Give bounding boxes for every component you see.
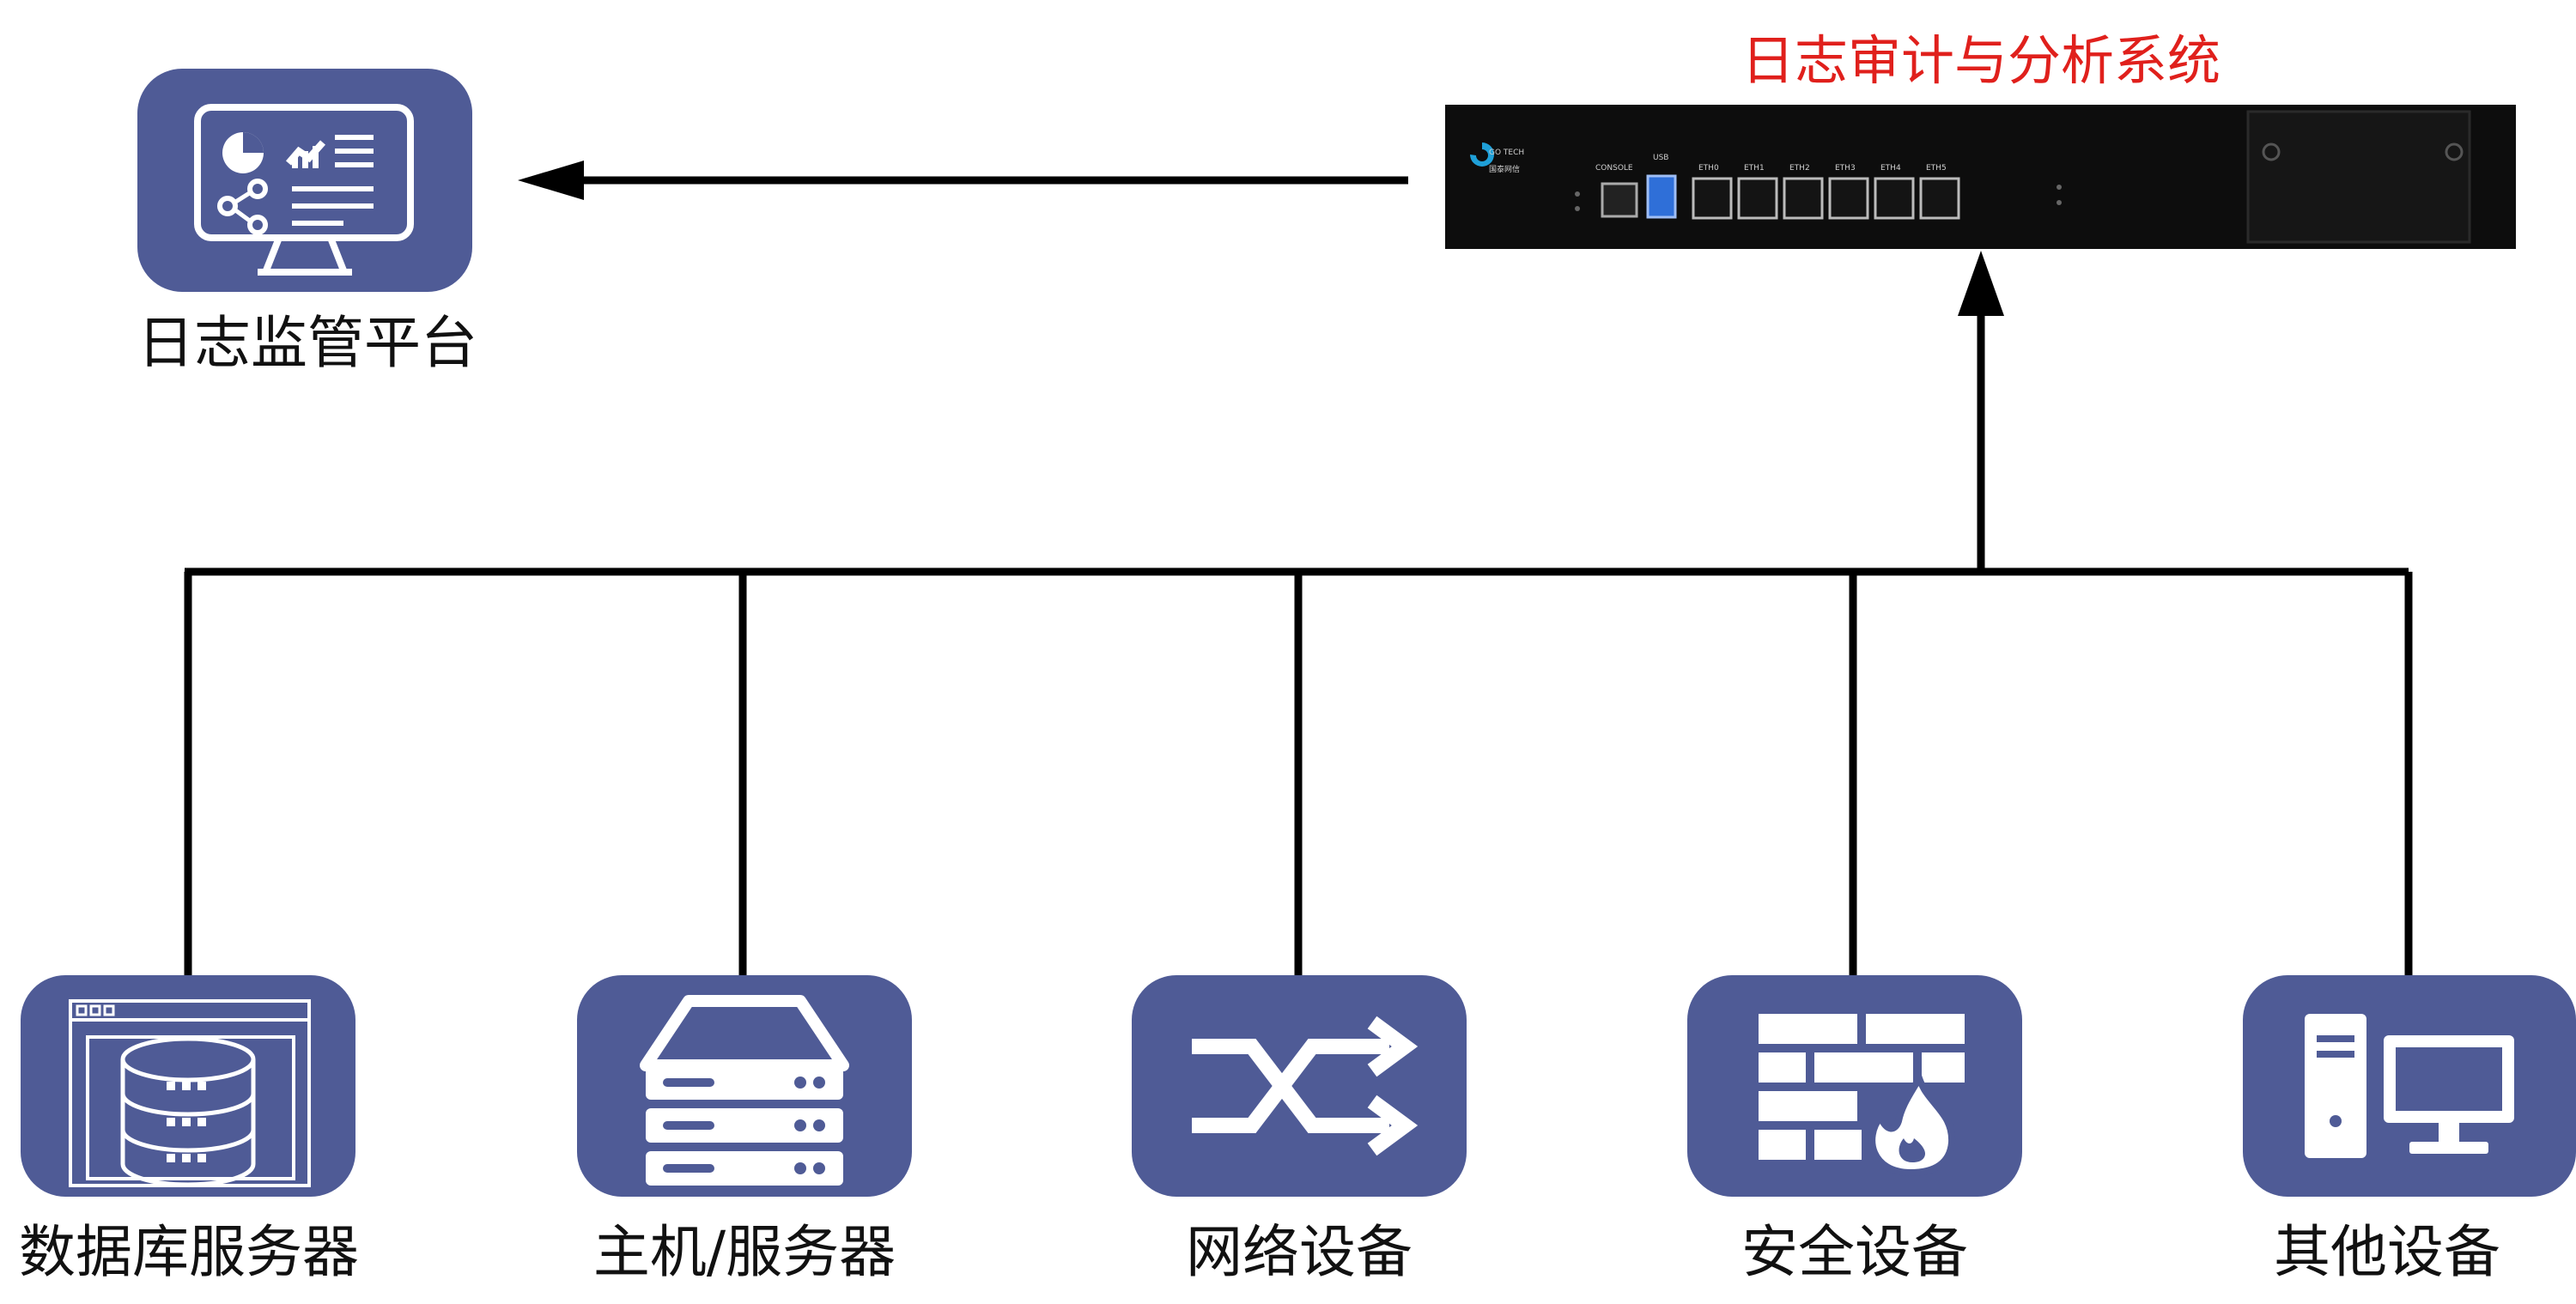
platform-icon-box: [137, 69, 472, 292]
eth-port: [1828, 177, 1869, 220]
eth-port-label: ETH2: [1789, 164, 1810, 173]
source-icon-box: [2243, 975, 2576, 1197]
eth-port: [1919, 177, 1960, 220]
source-icon-box: [21, 975, 355, 1197]
source-icon-box: [1132, 975, 1467, 1197]
device-brand-cn: 国泰网信: [1489, 164, 1520, 174]
source-label: 网络设备: [1186, 1219, 1413, 1285]
network-switch-icon: [1192, 1016, 1419, 1156]
eth-port: [1737, 177, 1778, 220]
led-icon: [1575, 191, 1580, 197]
log-audit-appliance: GO TECH 国泰网信 CONSOLE USB ETH0 ETH1 ETH2 …: [1445, 105, 2516, 249]
led-icon: [2057, 200, 2062, 205]
source-label: 主机/服务器: [592, 1219, 896, 1285]
console-port: [1601, 182, 1638, 218]
source-label: 数据库服务器: [19, 1219, 359, 1285]
led-icon: [2057, 185, 2062, 190]
server-rack-icon: [640, 995, 849, 1186]
desktop-computer-icon: [2305, 1014, 2514, 1158]
eth-port-label: ETH0: [1698, 164, 1719, 173]
connector-lines: [184, 176, 2413, 977]
system-title: 日志审计与分析系统: [1741, 29, 2221, 92]
screw-icon: [2262, 143, 2281, 161]
eth-port-label: ETH1: [1744, 164, 1765, 173]
eth-port: [1874, 177, 1915, 220]
source-icon-box: [577, 975, 912, 1197]
eth-port-label: ETH4: [1880, 164, 1901, 173]
screw-icon: [2445, 143, 2464, 161]
gotech-logo-icon: [1470, 143, 1494, 167]
platform-label: 日志监管平台: [137, 310, 477, 376]
eth-port: [1692, 177, 1733, 220]
eth-ports: ETH0 ETH1 ETH2 ETH3 ETH4 ETH5: [1692, 164, 1960, 220]
source-icon-box: [1687, 975, 2022, 1197]
eth-port-label: ETH3: [1835, 164, 1856, 173]
platform-arrowhead: [518, 161, 584, 200]
monitor-dashboard-icon: [194, 104, 414, 276]
console-port-label: CONSOLE: [1595, 164, 1633, 173]
source-label: 其他设备: [2274, 1219, 2500, 1285]
eth-port-label: ETH5: [1926, 164, 1947, 173]
led-icon: [1575, 206, 1580, 211]
database-server-icon: [69, 999, 311, 1187]
appliance-right-panel: [2246, 110, 2471, 244]
usb-port-label: USB: [1653, 154, 1668, 162]
device-brand: GO TECH: [1489, 149, 1524, 157]
firewall-icon: [1759, 1014, 1965, 1177]
source-label: 安全设备: [1741, 1219, 1968, 1285]
uplink-arrowhead: [1958, 251, 2004, 316]
usb-port: [1646, 174, 1677, 219]
eth-port: [1783, 177, 1824, 220]
